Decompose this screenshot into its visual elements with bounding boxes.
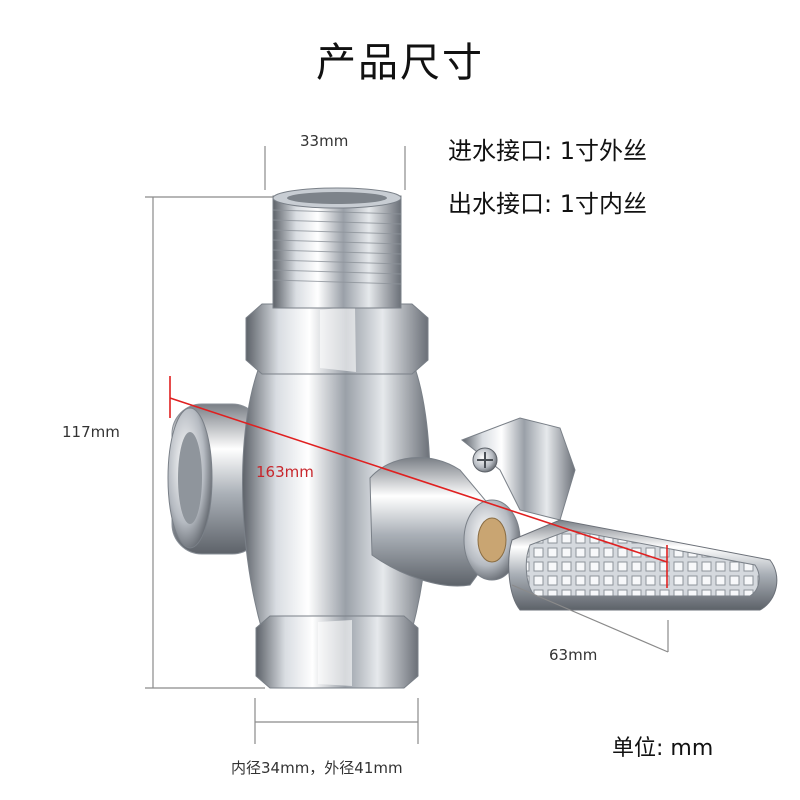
length-label: 163mm (256, 463, 314, 481)
unit-label: 单位: mm (612, 736, 714, 761)
top-width-label: 33mm (300, 132, 349, 150)
page-title: 产品尺寸 (316, 40, 484, 86)
side-outlet (167, 403, 263, 555)
valve-body (242, 187, 431, 689)
inlet-spec: 进水接口: 1寸外丝 (448, 137, 647, 165)
dimension-lines (145, 146, 669, 744)
length-dimension-line (169, 376, 668, 588)
pedal-width-label: 63mm (549, 646, 598, 664)
height-label: 117mm (62, 423, 120, 441)
outlet-spec: 出水接口: 1寸内丝 (448, 190, 647, 218)
bottom-diameter-label: 内径34mm，外径41mm (231, 759, 403, 777)
foot-pedal (508, 519, 778, 611)
pedal-arm (369, 417, 576, 587)
